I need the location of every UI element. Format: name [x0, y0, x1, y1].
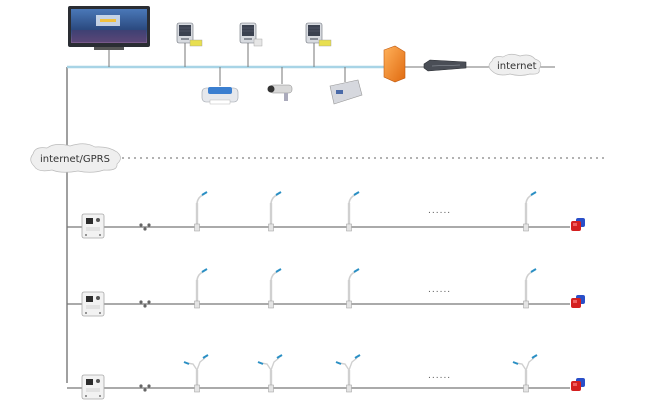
- street-lamp-icon: [193, 190, 209, 233]
- double-arm-lamp-icon: [182, 353, 210, 394]
- camera-icon: [267, 67, 293, 101]
- printer-icon: [201, 67, 239, 105]
- server-icon: [239, 22, 263, 67]
- ellipsis: ......: [428, 285, 451, 295]
- server-icon: [176, 22, 203, 67]
- branch-row: ......: [67, 353, 585, 400]
- branch-row: ......: [67, 267, 585, 317]
- controller-icon: [81, 291, 105, 317]
- street-lamp-icon: [267, 267, 283, 310]
- double-arm-lamp-icon: [334, 353, 362, 394]
- controller-icon: [81, 213, 105, 239]
- street-lamp-icon: [522, 190, 538, 233]
- street-lamp-icon: [193, 267, 209, 310]
- monitoring-display-icon: [68, 6, 150, 67]
- street-lamp-icon: [345, 267, 361, 310]
- internet-label: internet: [497, 61, 537, 72]
- firewall-icon: [383, 45, 406, 83]
- branch-row: ......: [67, 190, 585, 239]
- internet-cloud-icon: internet: [488, 53, 542, 76]
- alarm-icon: [571, 378, 585, 391]
- controller-icon: [81, 374, 105, 400]
- double-arm-lamp-icon: [256, 353, 284, 394]
- gprs-label: internet/GPRS: [40, 154, 110, 165]
- server-icon: [305, 22, 332, 67]
- ellipsis: ......: [428, 371, 451, 381]
- storage-device-icon: [329, 67, 363, 105]
- gprs-cloud-icon: internet/GPRS: [30, 143, 121, 173]
- alarm-icon: [571, 295, 585, 308]
- double-arm-lamp-icon: [511, 353, 539, 394]
- street-lamp-icon: [522, 267, 538, 310]
- alarm-icon: [571, 218, 585, 231]
- street-lamp-icon: [345, 190, 361, 233]
- router-icon: [423, 59, 467, 72]
- street-lamp-icon: [267, 190, 283, 233]
- ellipsis: ......: [428, 206, 451, 216]
